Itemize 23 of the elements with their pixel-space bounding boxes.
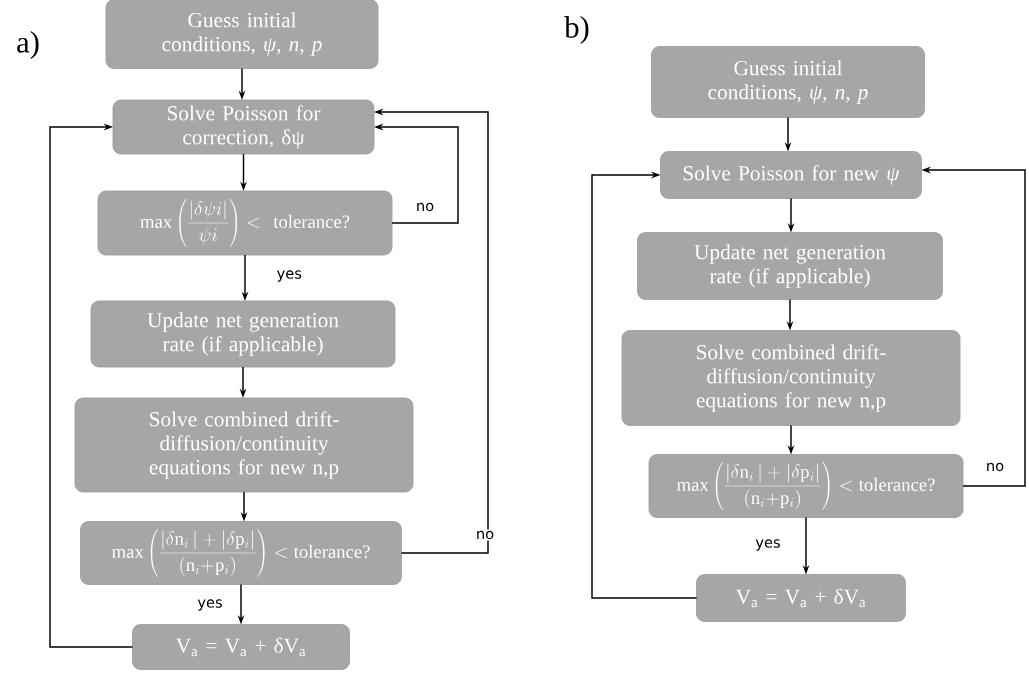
arrow [49, 123, 134, 648]
process-box: Update net generation rate (if applicable) [637, 232, 943, 300]
decision-box: $\max\left(\frac{|\delta\mathrm{n}_i\,| + |\delta\mathrm{p}_i|}{(\mathrm{n}_i{+}\mathrm{p}_i)}\right) < \mbox{tolerance?}$ [80, 521, 402, 585]
process-box: V$_{a}$ = V$_{a}$ + δV$_{a}$ [696, 574, 906, 622]
process-box: Update net generation rate (if applicable) [90, 300, 396, 368]
process-box: Guess initial conditions, ψ, n, p [105, 0, 379, 69]
process-box: Solve Poisson for correction, δψ [112, 99, 375, 155]
arrow [591, 171, 698, 599]
edge-label: no [414, 201, 436, 213]
decision-box: $\max\left(\frac{|\delta\mathrm{n}_i\,| + |\delta\mathrm{p}_i|}{(\mathrm{n}_i{+}\mathrm{p}_i)}\right) < \mbox{tolerance?}$ [648, 454, 964, 518]
panel-label: a) [17, 31, 39, 59]
process-box: Solve combined drift-diffusion/continuity equations for new n,p [74, 397, 414, 493]
process-box: V$_{a}$ = V$_{a}$ + δV$_{a}$ [132, 624, 350, 670]
edge-label: no [984, 461, 1006, 473]
process-box: Solve Poisson for new ψ [660, 151, 922, 199]
process-box: Solve combined drift-diffusion/continuity equations for new n,p [621, 330, 961, 426]
edge-label: no [474, 529, 496, 541]
edge-label: yes [275, 269, 304, 283]
process-box: Guess initial conditions, ψ, n, p [651, 46, 925, 118]
panel-label: b) [564, 16, 589, 44]
edge-label: yes [196, 598, 224, 612]
decision-box: $\max\left(\frac{|\delta\psi i|}{\psi i}\right) < \mbox{ tolerance?}$ [97, 190, 393, 256]
edge-label: yes [754, 538, 782, 552]
